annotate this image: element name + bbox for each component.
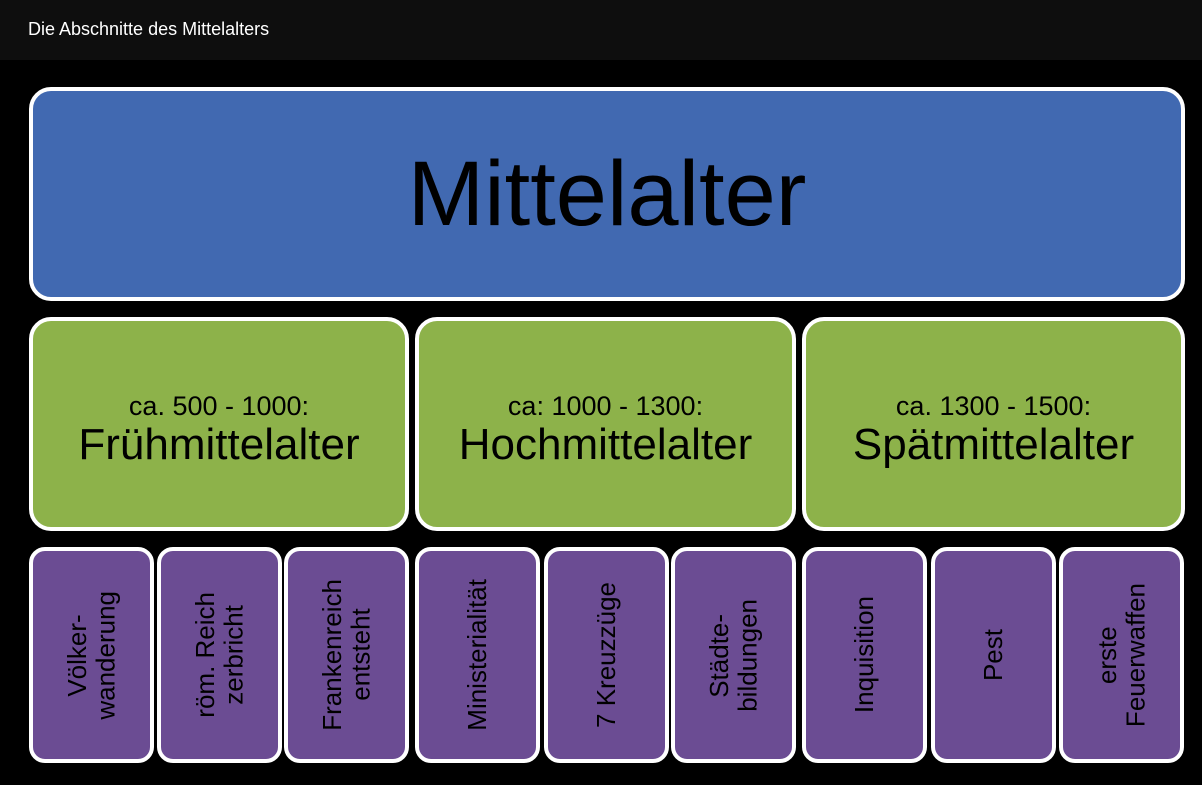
event-box: Völker- wanderung [29, 547, 154, 763]
period-name: Spätmittelalter [852, 420, 1135, 470]
period-name: Hochmittelalter [458, 420, 753, 470]
event-box: Inquisition [802, 547, 927, 763]
event-box: Ministerialität [415, 547, 540, 763]
title-bar: Die Abschnitte des Mittelalters [0, 0, 1202, 60]
event-label: Pest [978, 628, 1009, 682]
event-label: Ministerialität [462, 579, 493, 731]
period-box-spaet: ca. 1300 - 1500: Spätmittelalter [802, 317, 1185, 531]
period-name: Frühmittelalter [78, 420, 360, 470]
main-label: Mittelalter [407, 142, 807, 245]
period-box-hoch: ca: 1000 - 1300: Hochmittelalter [415, 317, 796, 531]
period-dates: ca: 1000 - 1300: [507, 391, 704, 422]
event-box: Städte- bildungen [671, 547, 796, 763]
event-box: 7 Kreuzzüge [544, 547, 669, 763]
period-dates: ca. 1300 - 1500: [895, 391, 1092, 422]
mittelalter-box: Mittelalter [29, 87, 1185, 301]
event-label: Frankenreich entsteht [316, 579, 376, 731]
event-box: röm. Reich zerbricht [157, 547, 282, 763]
period-dates: ca. 500 - 1000: [128, 391, 310, 422]
period-box-frueh: ca. 500 - 1000: Frühmittelalter [29, 317, 409, 531]
event-label: Städte- bildungen [703, 598, 763, 712]
event-label: Inquisition [849, 596, 880, 714]
event-box: erste Feuerwaffen [1059, 547, 1184, 763]
event-label: röm. Reich zerbricht [189, 592, 249, 718]
event-box: Pest [931, 547, 1056, 763]
event-label: 7 Kreuzzüge [591, 582, 622, 728]
page-title: Die Abschnitte des Mittelalters [28, 19, 270, 39]
event-box: Frankenreich entsteht [284, 547, 409, 763]
event-label: Völker- wanderung [61, 590, 121, 720]
event-label: erste Feuerwaffen [1091, 582, 1151, 728]
